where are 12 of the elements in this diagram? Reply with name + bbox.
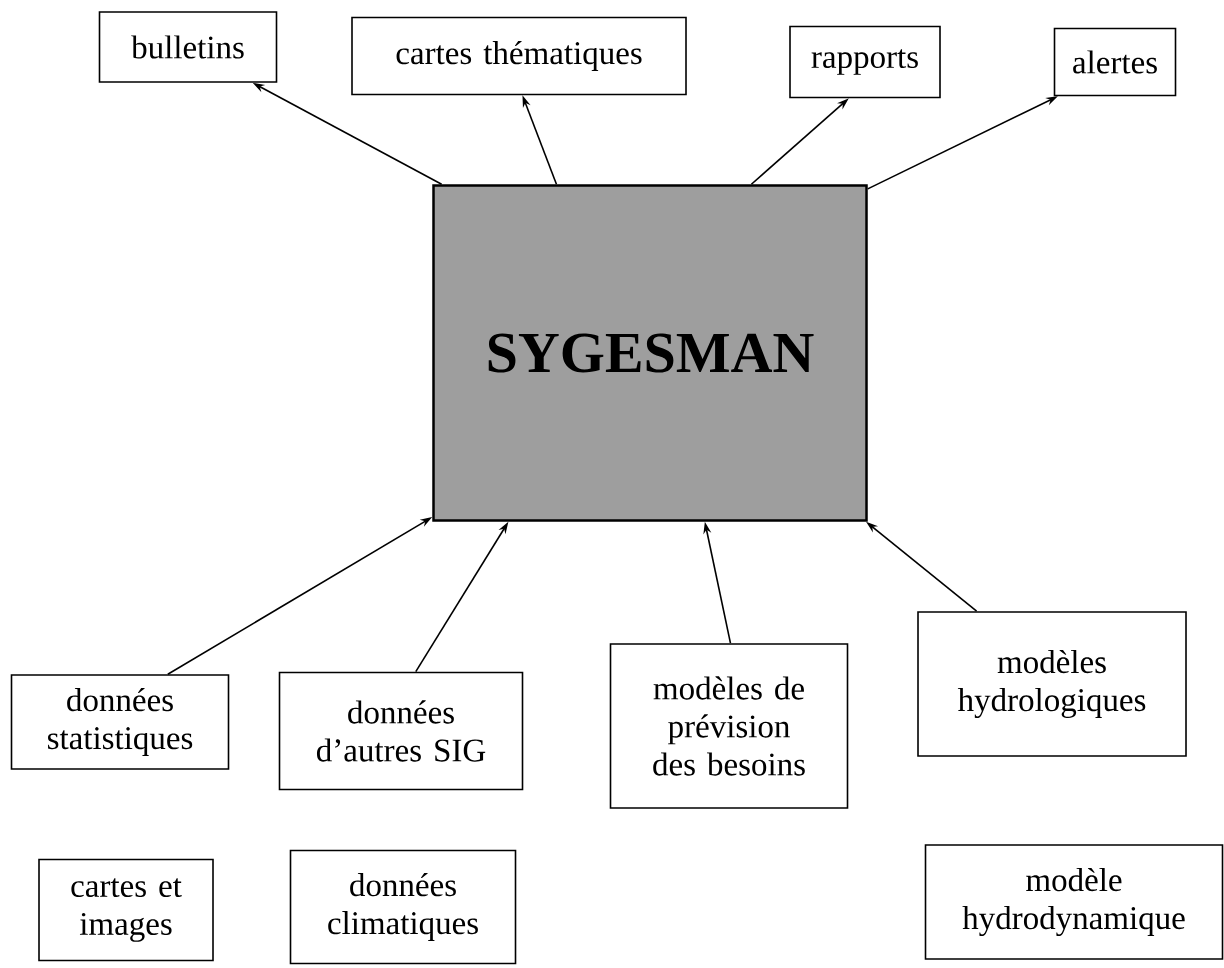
data-box: modèles hydrologiques — [917, 611, 1187, 757]
data-box: bulletins — [98, 11, 278, 83]
data-box: cartes thématiques — [351, 16, 687, 96]
data-box: cartes et images — [38, 858, 214, 962]
data-box: données d’autres SIG — [278, 671, 524, 791]
data-box: données statistiques — [10, 674, 230, 770]
system-box: SYGESMAN — [432, 184, 868, 522]
data-box: données climatiques — [289, 849, 517, 965]
data-box: modèle hydrodynamique — [924, 844, 1224, 960]
data-box: alertes — [1053, 27, 1177, 97]
data-box: rapports — [789, 25, 941, 99]
data-box: modèles de prévision des besoins — [609, 643, 849, 809]
